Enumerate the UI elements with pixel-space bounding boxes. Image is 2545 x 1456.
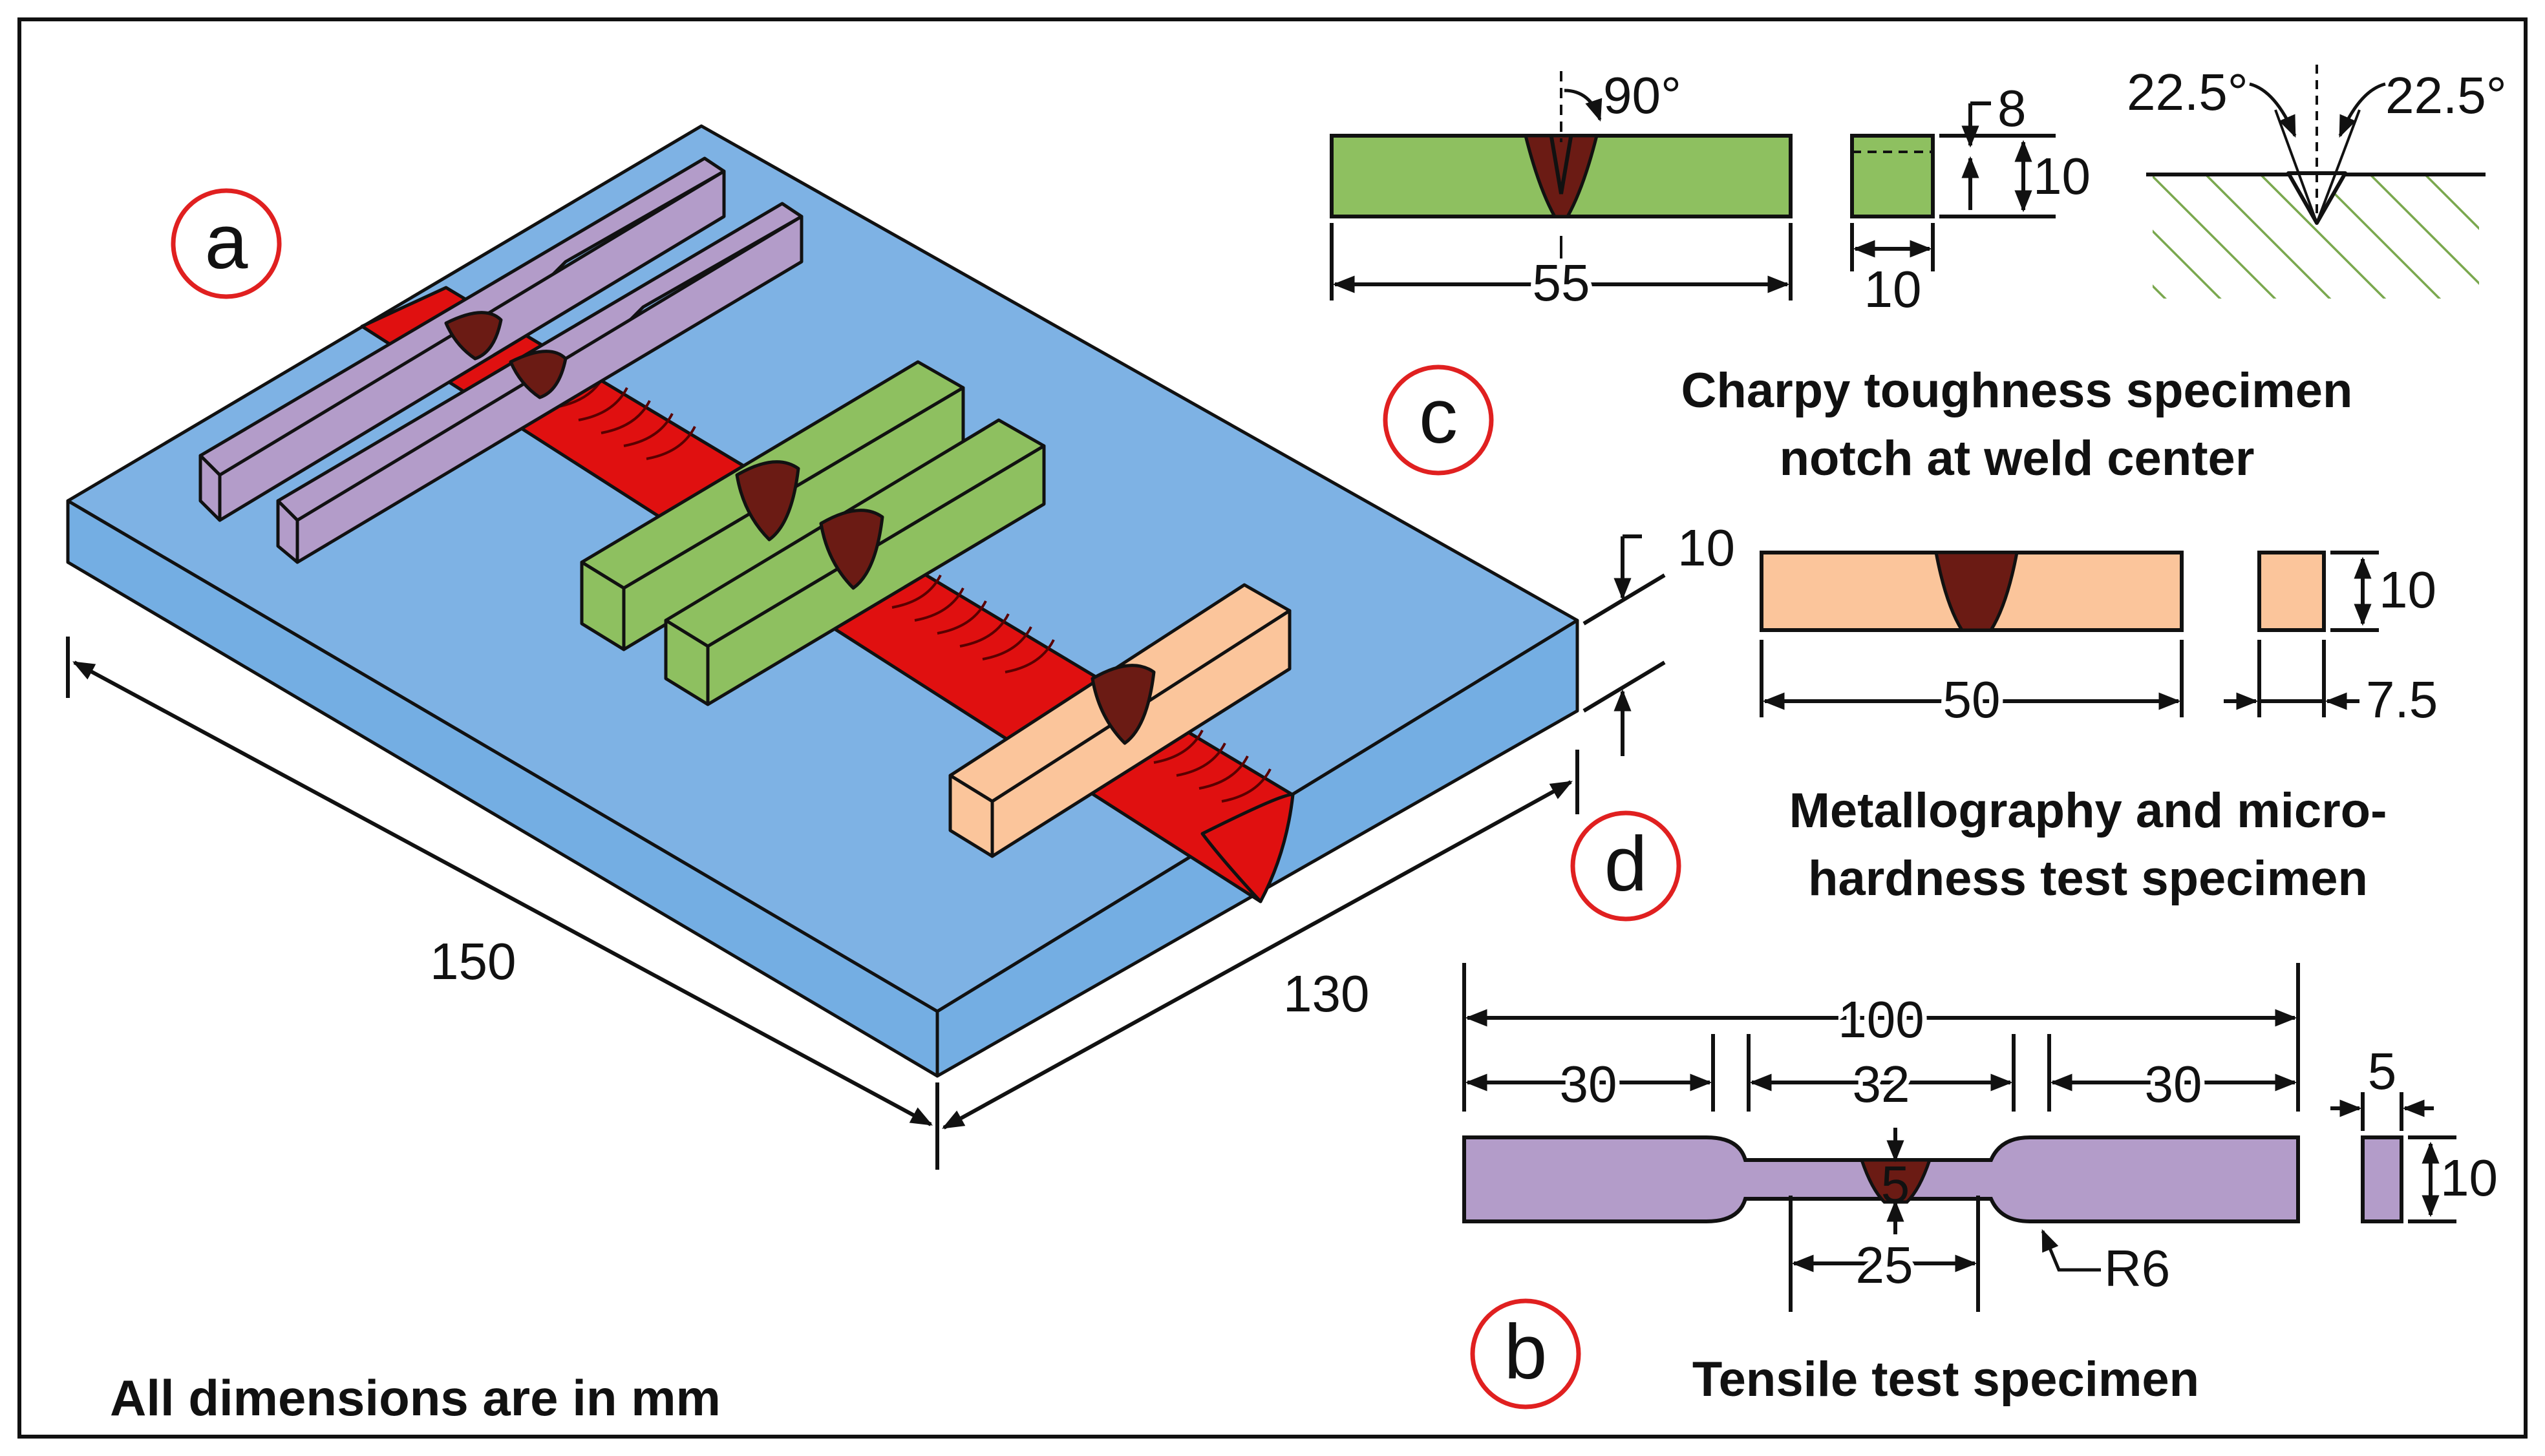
tensile-gauge-label: 32 — [1853, 1055, 1910, 1113]
tensile-gauge-width-label: 5 — [1881, 1155, 1910, 1213]
charpy-height-label: 10 — [2033, 147, 2091, 205]
charpy-length-label: 55 — [1533, 254, 1590, 311]
metallo-cross-section — [2257, 551, 2326, 632]
charpy-depth-label: 8 — [1997, 79, 2027, 137]
panel-a-circle — [171, 188, 282, 299]
tensile-cross-section — [2361, 1135, 2403, 1223]
panel-c-circle — [1383, 364, 1494, 476]
charpy-width-label: 10 — [1864, 260, 1922, 318]
metallo-caption-line2: hardness test specimen — [1808, 851, 2368, 906]
units-note: All dimensions are in mm — [110, 1369, 721, 1426]
tensile-drawing — [1462, 963, 2456, 1312]
charpy-drawing — [1330, 65, 2486, 301]
charpy-iso-1-side — [580, 560, 626, 651]
metallo-weld — [1091, 664, 1156, 745]
plate-length-label: 150 — [430, 933, 516, 990]
charpy-angle-label: 90° — [1603, 67, 1681, 124]
plate-width-label: 130 — [1283, 965, 1369, 1022]
metallo-height-label: 10 — [2379, 561, 2436, 618]
charpy-weld-1 — [735, 460, 800, 542]
tensile-caption: Tensile test specimen — [1692, 1352, 2199, 1407]
metallography-drawing — [1760, 551, 2379, 717]
notch-angle-right-label: 22.5° — [2385, 67, 2507, 124]
tensile-total-length-label: 100 — [1838, 991, 1924, 1048]
figure-border — [17, 17, 2528, 1439]
charpy-weld-section — [1523, 134, 1599, 218]
panel-b-circle — [1470, 1298, 1581, 1409]
plate-dimension-lines — [66, 534, 1666, 1170]
tensile-thickness-label: 5 — [2368, 1042, 2397, 1100]
charpy-caption-line1: Charpy toughness specimen — [1681, 363, 2353, 418]
tensile-weld-width-label: 25 — [1856, 1236, 1913, 1294]
panel-d-circle — [1570, 810, 1681, 922]
tensile-grip-left-label: 30 — [1560, 1055, 1617, 1113]
charpy-weld-2 — [819, 509, 884, 590]
panel-d-label: d — [1604, 821, 1648, 907]
tensile-weld-1 — [444, 311, 503, 361]
tensile-height-label: 10 — [2440, 1149, 2498, 1207]
panel-c-label: c — [1419, 373, 1458, 459]
metallo-width-label: 7.5 — [2366, 671, 2438, 728]
tensile-weld-2 — [509, 350, 568, 399]
panel-b-label: b — [1504, 1309, 1548, 1395]
plate-thickness-label: 10 — [1677, 519, 1735, 576]
tensile-weld-section — [1859, 1158, 1932, 1204]
notch-angle-left-label: 22.5° — [2127, 63, 2248, 121]
charpy-cross-section — [1850, 134, 1935, 218]
metallo-weld-section — [1933, 551, 2019, 632]
metallo-caption-line1: Metallography and micro- — [1789, 783, 2387, 838]
charpy-caption-line2: notch at weld center — [1780, 431, 2255, 486]
tensile-radius-label: R6 — [2104, 1240, 2170, 1297]
panel-a-label: a — [205, 198, 248, 285]
metallo-length-label: 50 — [1943, 671, 2001, 728]
tensile-grip-right-label: 30 — [2145, 1055, 2202, 1113]
